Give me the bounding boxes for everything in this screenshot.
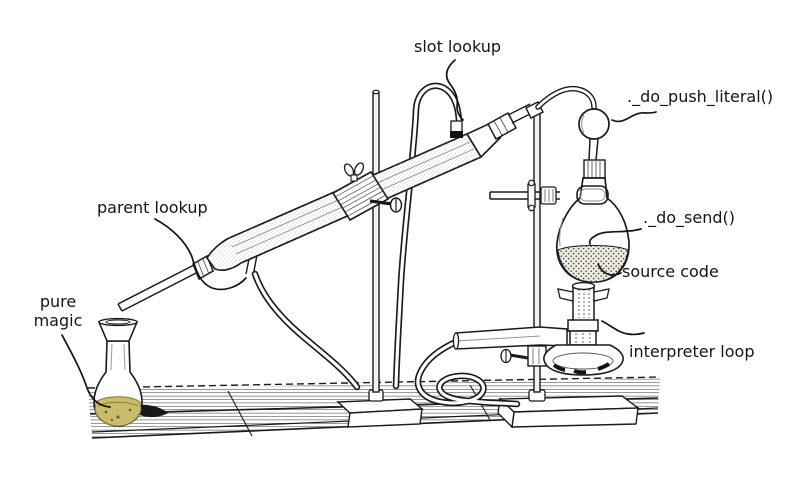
source-code-liquid <box>557 245 629 283</box>
wing-nut-icon <box>343 162 365 182</box>
label-source-code: source code <box>622 262 719 281</box>
magic-liquid <box>94 396 142 427</box>
air-vane-icon <box>593 288 610 302</box>
retort-stand-icon <box>497 109 641 429</box>
label-pure-magic: pure magic <box>33 292 83 330</box>
neck-clamp-icon <box>576 185 609 205</box>
leader-do-send <box>588 228 642 245</box>
label-do-send: ._do_send() <box>643 208 735 227</box>
leader-slot-lookup <box>445 59 464 121</box>
leader-push-literal <box>611 111 657 123</box>
leader-parent-lookup <box>154 218 247 291</box>
leader-pure-magic <box>61 334 111 408</box>
label-slot-lookup: slot lookup <box>414 37 502 56</box>
rubber-tubing-icon <box>251 82 521 408</box>
clamp-icon <box>489 179 560 212</box>
receiving-flask-icon <box>93 317 143 427</box>
bunsen-burner-icon <box>452 281 624 376</box>
label-parent-lookup: parent lookup <box>97 198 208 217</box>
clamp-screw-icon <box>369 197 403 213</box>
clamp-icon <box>331 162 403 222</box>
leader-interpreter-loop <box>601 320 645 336</box>
cork-icon <box>583 159 606 179</box>
glass-bulb-icon <box>535 85 610 161</box>
air-vane-icon <box>557 288 574 302</box>
plank-seam <box>227 390 253 437</box>
boiling-flask-icon <box>556 159 630 283</box>
label-interpreter-loop: interpreter loop <box>629 342 755 361</box>
leader-source-code <box>597 263 622 276</box>
retort-stand-icon <box>336 89 424 428</box>
label-push-literal: ._do_push_literal() <box>627 87 774 106</box>
